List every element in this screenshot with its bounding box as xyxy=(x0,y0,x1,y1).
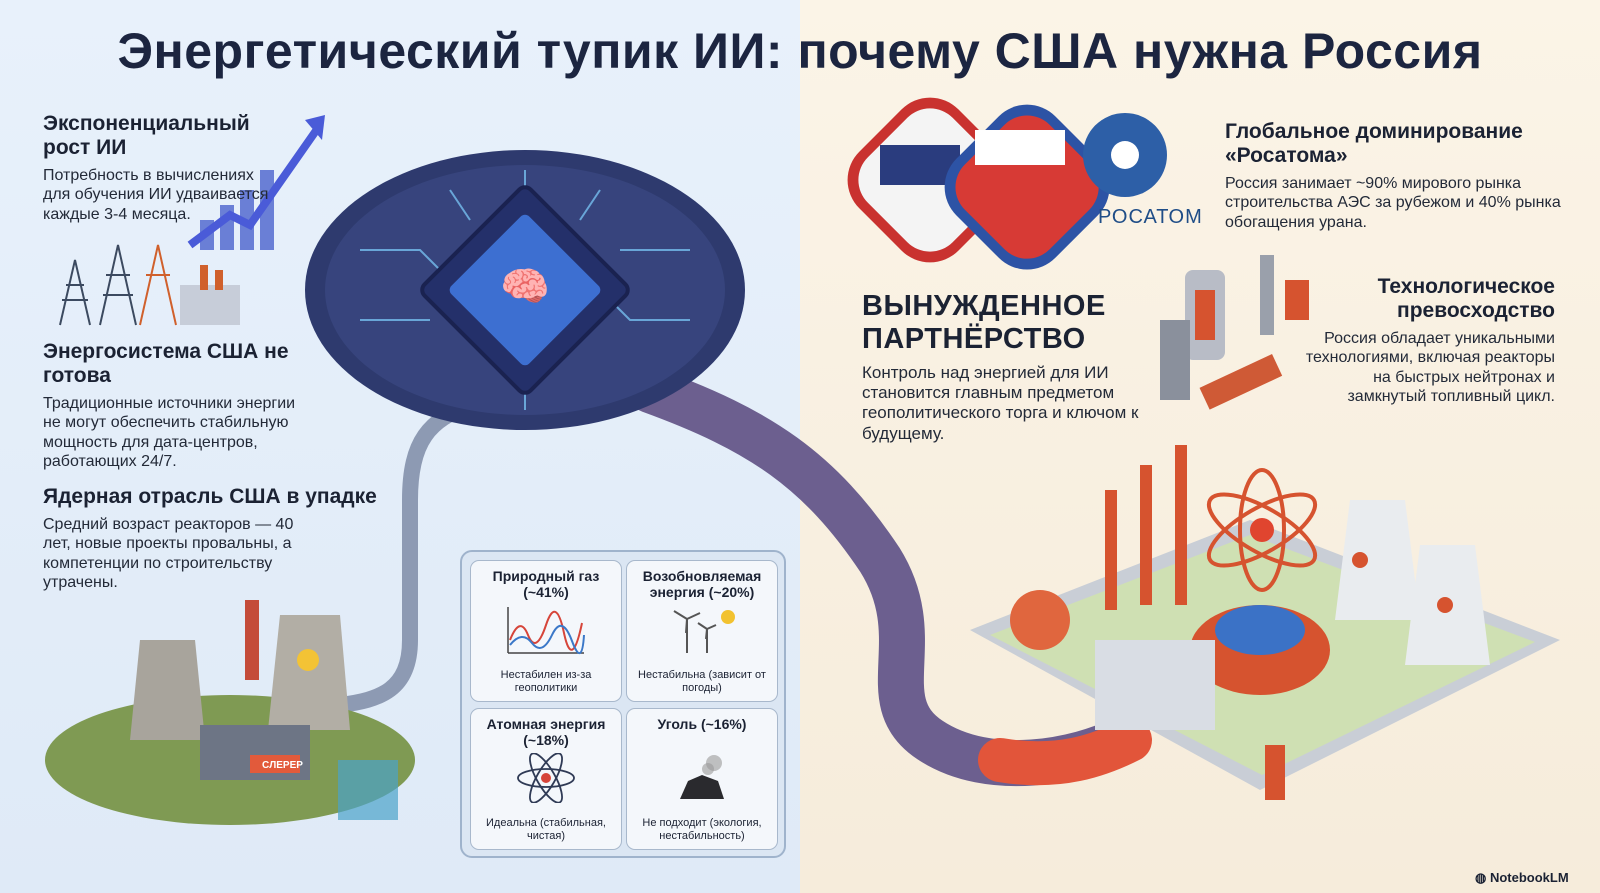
energy-card-note: Не подходит (экология, нестабильность) xyxy=(642,816,762,842)
growth-chart-icon xyxy=(187,115,325,250)
energy-card-title: Уголь (~16%) xyxy=(657,716,747,732)
nuclear-decline-text: Средний возраст реакторов — 40 лет, новы… xyxy=(43,516,294,591)
wave-chart-icon xyxy=(507,607,585,654)
coal-icon xyxy=(680,755,724,799)
partnership-heading: ВЫНУЖДЕННОЕ ПАРТНЁРСТВО xyxy=(862,290,1106,356)
thin-pipe xyxy=(339,397,473,713)
nuclear-decline-section: Ядерная отрасль США в упадке Средний воз… xyxy=(43,485,383,592)
ai-growth-heading: Экспоненциальный рост ИИ xyxy=(43,112,250,160)
us-grid-text: Традиционные источники энергии не могут … xyxy=(43,395,296,470)
rosatom-dominance-section: Глобальное доминирование «Росатома» Росс… xyxy=(1225,120,1565,232)
partnership-section: ВЫНУЖДЕННОЕ ПАРТНЁРСТВО Контроль над эне… xyxy=(862,290,1142,444)
energy-card-title: Атомная энергия (~18%) xyxy=(486,716,606,749)
us-grid-heading: Энергосистема США не готова xyxy=(43,340,289,388)
nuclear-decline-heading: Ядерная отрасль США в упадке xyxy=(43,485,377,508)
energy-card-title: Природный газ (~41%) xyxy=(492,568,600,601)
plant-sign: CЛЕРЕР xyxy=(262,760,303,771)
atom-symbol-icon xyxy=(1206,468,1318,592)
power-tower-icon xyxy=(59,244,177,326)
notebooklm-icon: ◍ xyxy=(1475,870,1490,885)
atom-icon xyxy=(517,753,575,803)
ai-growth-text: Потребность в вычислениях для обучения И… xyxy=(43,167,269,223)
factory-icon xyxy=(180,285,240,325)
wind-solar-icon xyxy=(673,610,735,653)
energy-card-renewable: Возобновляемая энергия (~20%) Нестабильн… xyxy=(626,560,778,702)
rosatom-dominance-text: Россия занимает ~90% мирового рынка стро… xyxy=(1225,175,1561,231)
page-title: Энергетический тупик ИИ: почему США нужн… xyxy=(117,23,1483,79)
notebooklm-brand: ◍ NotebookLM xyxy=(1475,870,1569,886)
brain-icon: 🧠 xyxy=(500,264,550,310)
hot-pipe-segment xyxy=(978,718,1152,786)
energy-card-coal: Уголь (~16%) Не подходит (экология, нест… xyxy=(626,708,778,850)
ai-chip-icon xyxy=(420,185,630,395)
brand-label: NotebookLM xyxy=(1489,870,1569,885)
energy-mix-panel: Природный газ (~41%) Нестабилен из-за ге… xyxy=(460,550,786,858)
partnership-text: Контроль над энергией для ИИ становится … xyxy=(862,362,1139,443)
tech-section: Технологическое превосходство Россия обл… xyxy=(1295,275,1555,406)
energy-card-note: Нестабилен из-за геополитики xyxy=(500,668,592,694)
energy-card-gas: Природный газ (~41%) Нестабилен из-за ге… xyxy=(470,560,622,702)
rosatom-logo-label: РОСАТОМ xyxy=(1098,206,1203,228)
us-grid-section: Энергосистема США не готова Традиционные… xyxy=(43,340,303,471)
modern-nuclear-plant-icon xyxy=(970,445,1560,800)
energy-card-note: Нестабильна (зависит от погоды) xyxy=(638,668,766,694)
rosatom-dominance-heading: Глобальное доминирование «Росатома» xyxy=(1225,120,1523,168)
energy-card-note: Идеальна (стабильная, чистая) xyxy=(486,816,606,842)
tech-text: Россия обладает уникальными технологиями… xyxy=(1305,330,1555,405)
fuel-rods-icon xyxy=(1160,255,1309,410)
energy-card-title: Возобновляемая энергия (~20%) xyxy=(642,568,762,601)
energy-card-nuclear: Атомная энергия (~18%) Идеальна (стабиль… xyxy=(470,708,622,850)
aging-nuclear-plant-icon xyxy=(45,600,415,825)
tech-heading: Технологическое превосходство xyxy=(1377,275,1555,323)
us-russia-flags-icon xyxy=(847,97,1110,270)
ai-growth-section: Экспоненциальный рост ИИ Потребность в в… xyxy=(43,112,283,224)
